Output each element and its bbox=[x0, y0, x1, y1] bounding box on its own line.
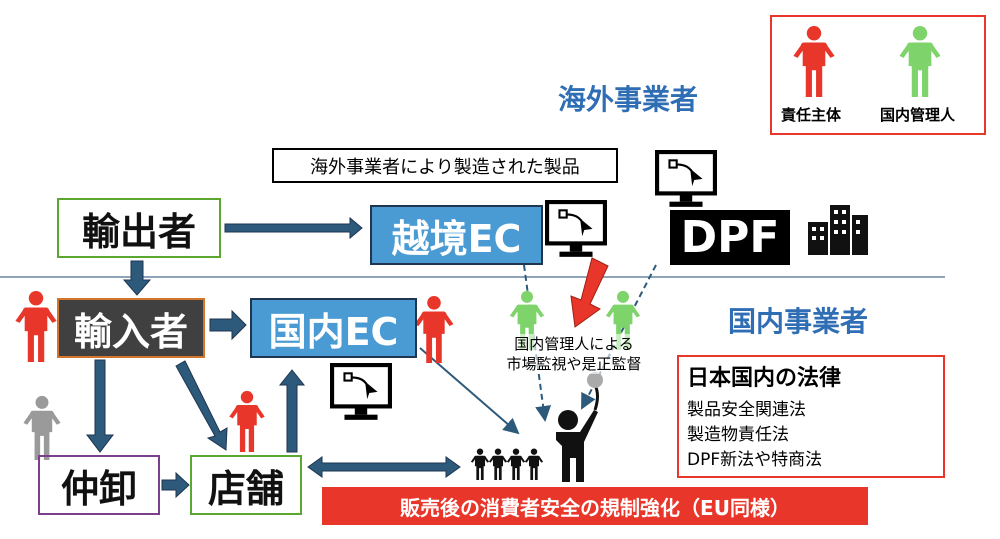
law-box-title: 日本国内の法律 bbox=[687, 366, 842, 391]
dpf-monitor-icon bbox=[657, 152, 715, 207]
domestic-header: 国内事業者 bbox=[728, 305, 869, 338]
arrow-importer-to-store bbox=[175, 360, 228, 451]
law-item: DPF新法や特商法 bbox=[687, 450, 823, 470]
crossborder-ec-node: 越境EC bbox=[370, 205, 543, 265]
arrow-exporter-to-crossborder bbox=[224, 216, 363, 240]
law-box: 日本国内の法律 製品安全関連法 製造物責任法 DPF新法や特商法 bbox=[677, 355, 945, 478]
wholesaler-node: 仲卸 bbox=[38, 455, 160, 515]
store-node: 店舗 bbox=[190, 455, 302, 515]
flow-arrows bbox=[85, 216, 461, 499]
buildings-icon bbox=[808, 205, 868, 255]
legend-box bbox=[770, 15, 986, 135]
arrow-wholesaler-to-store bbox=[161, 471, 190, 499]
importer-responsible-icon bbox=[15, 291, 57, 362]
regulation-banner: 販売後の消費者安全の規制強化（EU同様） bbox=[322, 487, 868, 525]
arrow-store-to-domesticec bbox=[278, 369, 306, 453]
importer-node: 輸入者 bbox=[57, 298, 205, 358]
overseas-header: 海外事業者 bbox=[558, 83, 699, 116]
law-item: 製品安全関連法 bbox=[687, 400, 806, 420]
arrow-exporter-to-importer bbox=[122, 260, 152, 296]
wholesaler-person-icon bbox=[23, 395, 61, 460]
product-caption: 海外事業者により製造された製品 bbox=[272, 148, 618, 183]
crossborder-monitor-icon bbox=[547, 202, 605, 257]
exporter-node: 輸出者 bbox=[57, 198, 221, 258]
dashed-arrow-monitor-1 bbox=[523, 264, 552, 422]
monitoring-text: 国内管理人による 市場監視や是正監督 bbox=[484, 334, 664, 374]
dpf-node: DPF bbox=[670, 210, 790, 265]
domesticec-monitor-icon bbox=[332, 365, 390, 420]
arrow-importer-to-domesticec bbox=[209, 309, 247, 341]
monitoring-line-2: 市場監視や是正監督 bbox=[506, 355, 642, 373]
domestic-ec-node: 国内EC bbox=[250, 298, 417, 358]
legend-manager-label: 国内管理人 bbox=[880, 106, 956, 124]
arrow-store-consumers bbox=[307, 456, 461, 478]
responsible-person-icon bbox=[793, 26, 835, 97]
legend-responsible-label: 責任主体 bbox=[781, 106, 842, 124]
consumers-group-icon bbox=[470, 448, 544, 480]
arrow-importer-to-wholesaler bbox=[85, 359, 115, 453]
store-responsible-icon bbox=[229, 390, 265, 452]
monitoring-line-1: 国内管理人による bbox=[514, 335, 634, 353]
red-responsibility-arrow bbox=[570, 257, 609, 328]
domesticec-responsible-icon bbox=[414, 295, 454, 363]
manager-person-icon bbox=[899, 26, 941, 97]
law-item: 製造物責任法 bbox=[687, 425, 789, 445]
inspector-with-magnifier-icon bbox=[556, 372, 603, 482]
